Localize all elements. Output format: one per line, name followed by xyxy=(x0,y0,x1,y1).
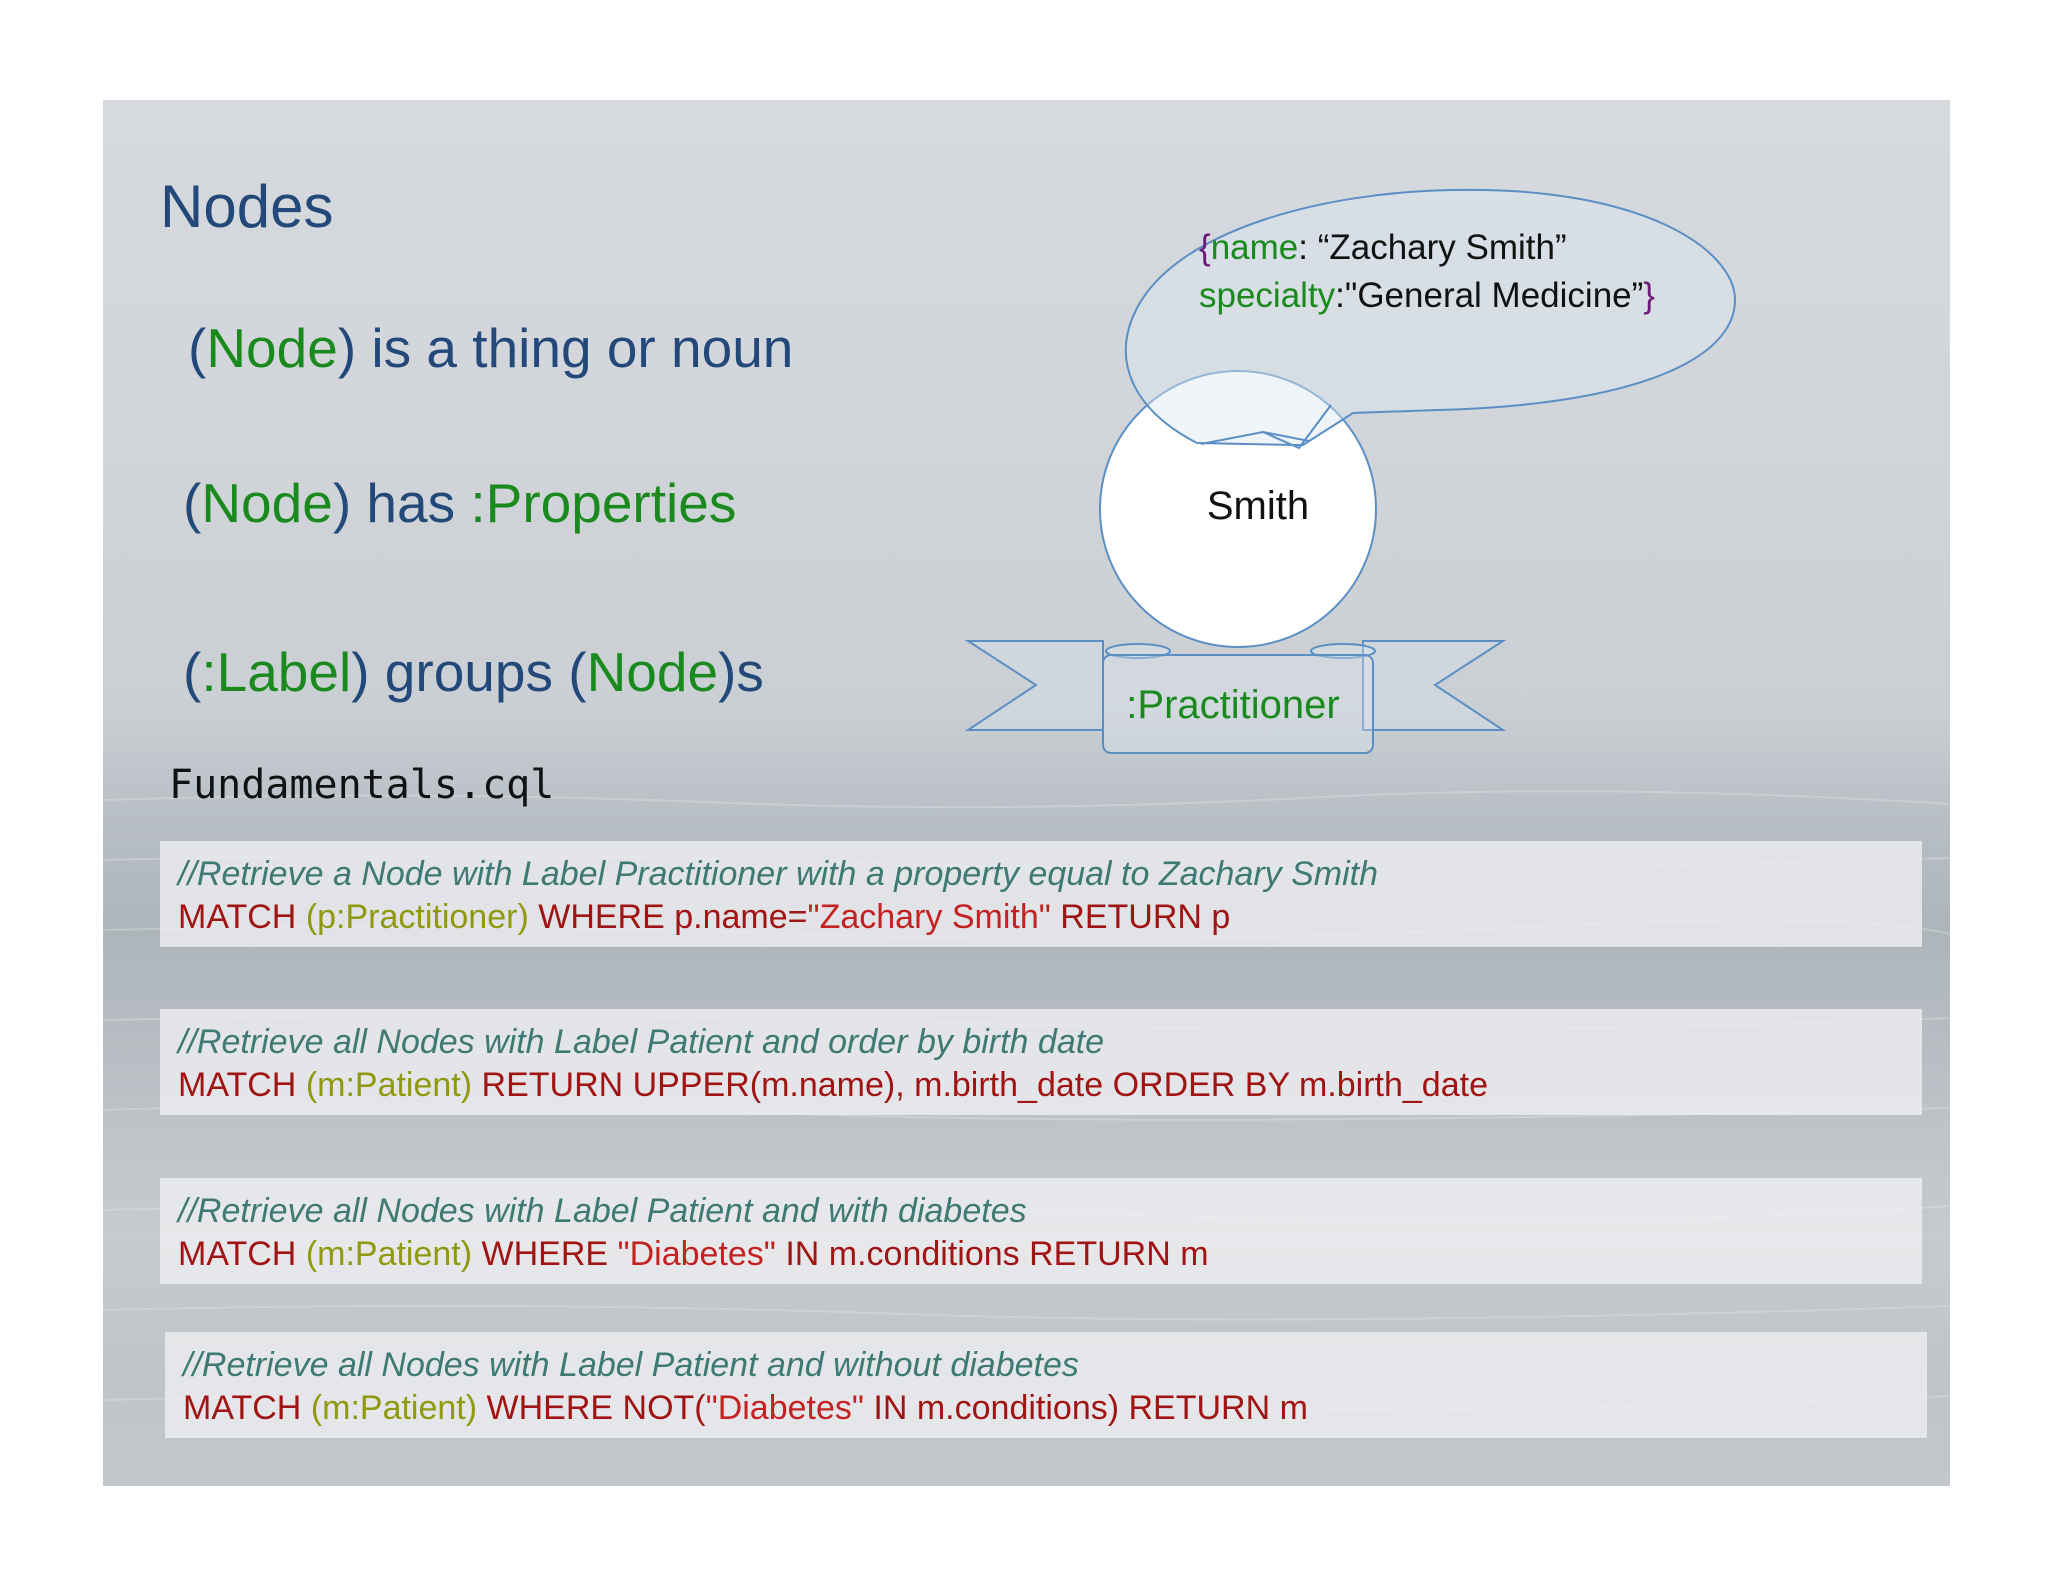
code-line: MATCH (m:Patient) RETURN UPPER(m.name), … xyxy=(178,1066,1488,1104)
code-line: MATCH (m:Patient) WHERE "Diabetes" IN m.… xyxy=(178,1235,1209,1273)
bubble-property-specialty: specialty:"General Medicine”} xyxy=(1199,276,1655,315)
code-comment: //Retrieve all Nodes with Label Patient … xyxy=(183,1346,1079,1384)
bullet-node-definition: (Node) is a thing or noun xyxy=(188,317,794,379)
node-name: Smith xyxy=(1206,484,1310,528)
code-comment: //Retrieve all Nodes with Label Patient … xyxy=(178,1192,1027,1230)
code-block: //Retrieve all Nodes with Label Patient … xyxy=(160,1009,1922,1115)
code-line: MATCH (p:Practitioner) WHERE p.name="Zac… xyxy=(178,898,1231,936)
code-comment: //Retrieve all Nodes with Label Patient … xyxy=(178,1023,1105,1061)
slide: Nodes (Node) is a thing or noun (Node) h… xyxy=(103,100,1950,1486)
bullet-node-properties: (Node) has :Properties xyxy=(183,472,737,534)
filename: Fundamentals.cql xyxy=(169,762,555,808)
code-block: //Retrieve all Nodes with Label Patient … xyxy=(160,1178,1922,1284)
bullet-label-groups: (:Label) groups (Node)s xyxy=(183,641,764,703)
code-comment: //Retrieve a Node with Label Practitione… xyxy=(178,855,1379,893)
bubble-property-name: {name: “Zachary Smith” xyxy=(1199,228,1567,267)
page-title: Nodes xyxy=(160,173,334,240)
label-name: :Practitioner xyxy=(1126,683,1340,727)
code-block: //Retrieve a Node with Label Practitione… xyxy=(160,841,1922,947)
code-line: MATCH (m:Patient) WHERE NOT("Diabetes" I… xyxy=(183,1389,1308,1427)
code-block: //Retrieve all Nodes with Label Patient … xyxy=(165,1332,1927,1438)
